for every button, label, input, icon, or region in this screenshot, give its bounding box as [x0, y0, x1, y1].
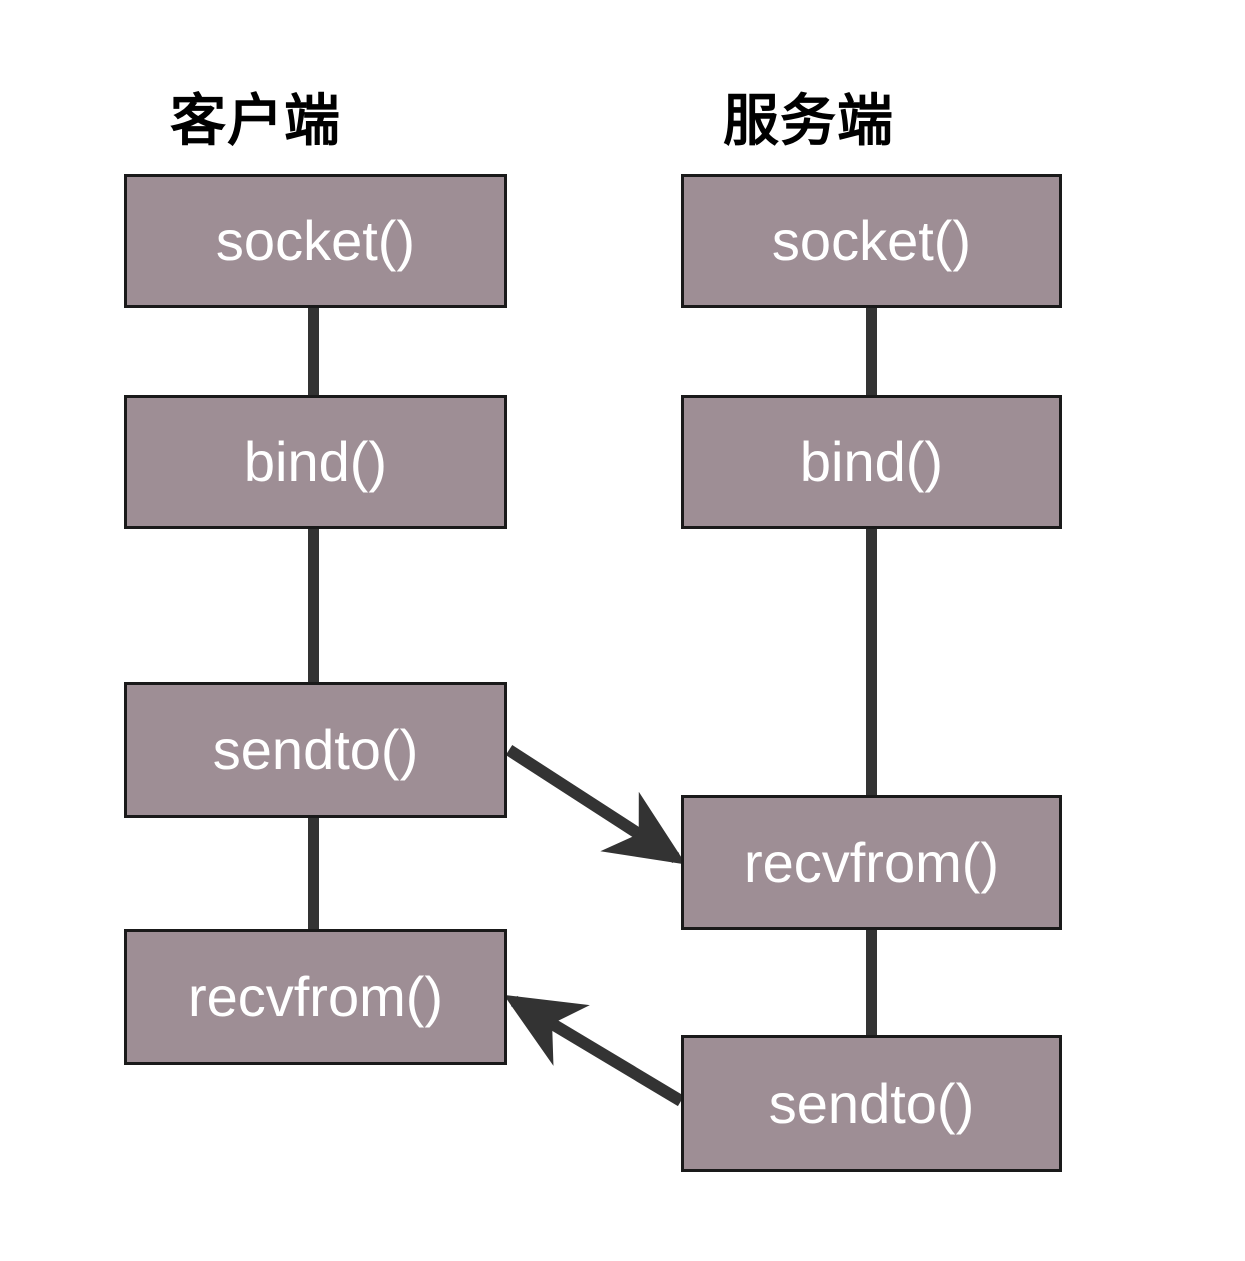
server-step-sendto-label: sendto() [768, 1071, 975, 1135]
server-step-recvfrom[interactable]: recvfrom() [681, 795, 1062, 930]
server-step-socket[interactable]: socket() [681, 174, 1062, 308]
request-arrow [505, 744, 687, 865]
client-step-socket[interactable]: socket() [124, 174, 507, 308]
connector-server-socket-bind [866, 304, 877, 398]
connector-server-bind-recvfrom [866, 525, 877, 798]
client-column-title: 客户端 [170, 89, 341, 152]
client-step-sendto[interactable]: sendto() [124, 682, 507, 818]
connector-client-socket-bind [308, 304, 319, 398]
connector-client-sendto-recvfrom [308, 815, 319, 931]
server-step-socket-label: socket() [771, 209, 972, 272]
connector-server-recvfrom-sendto [866, 927, 877, 1038]
client-step-recvfrom[interactable]: recvfrom() [124, 929, 507, 1065]
server-step-bind[interactable]: bind() [681, 395, 1062, 529]
client-step-bind[interactable]: bind() [124, 395, 507, 529]
client-step-socket-label: socket() [215, 209, 416, 272]
server-step-sendto[interactable]: sendto() [681, 1035, 1062, 1172]
client-step-bind-label: bind() [243, 430, 388, 493]
client-step-sendto-label: sendto() [212, 718, 419, 781]
server-column-title: 服务端 [723, 89, 894, 152]
server-step-bind-label: bind() [799, 430, 944, 493]
client-step-recvfrom-label: recvfrom() [187, 965, 444, 1028]
reply-arrow [503, 994, 685, 1107]
server-step-recvfrom-label: recvfrom() [743, 830, 1000, 894]
connector-client-bind-sendto [308, 525, 319, 685]
